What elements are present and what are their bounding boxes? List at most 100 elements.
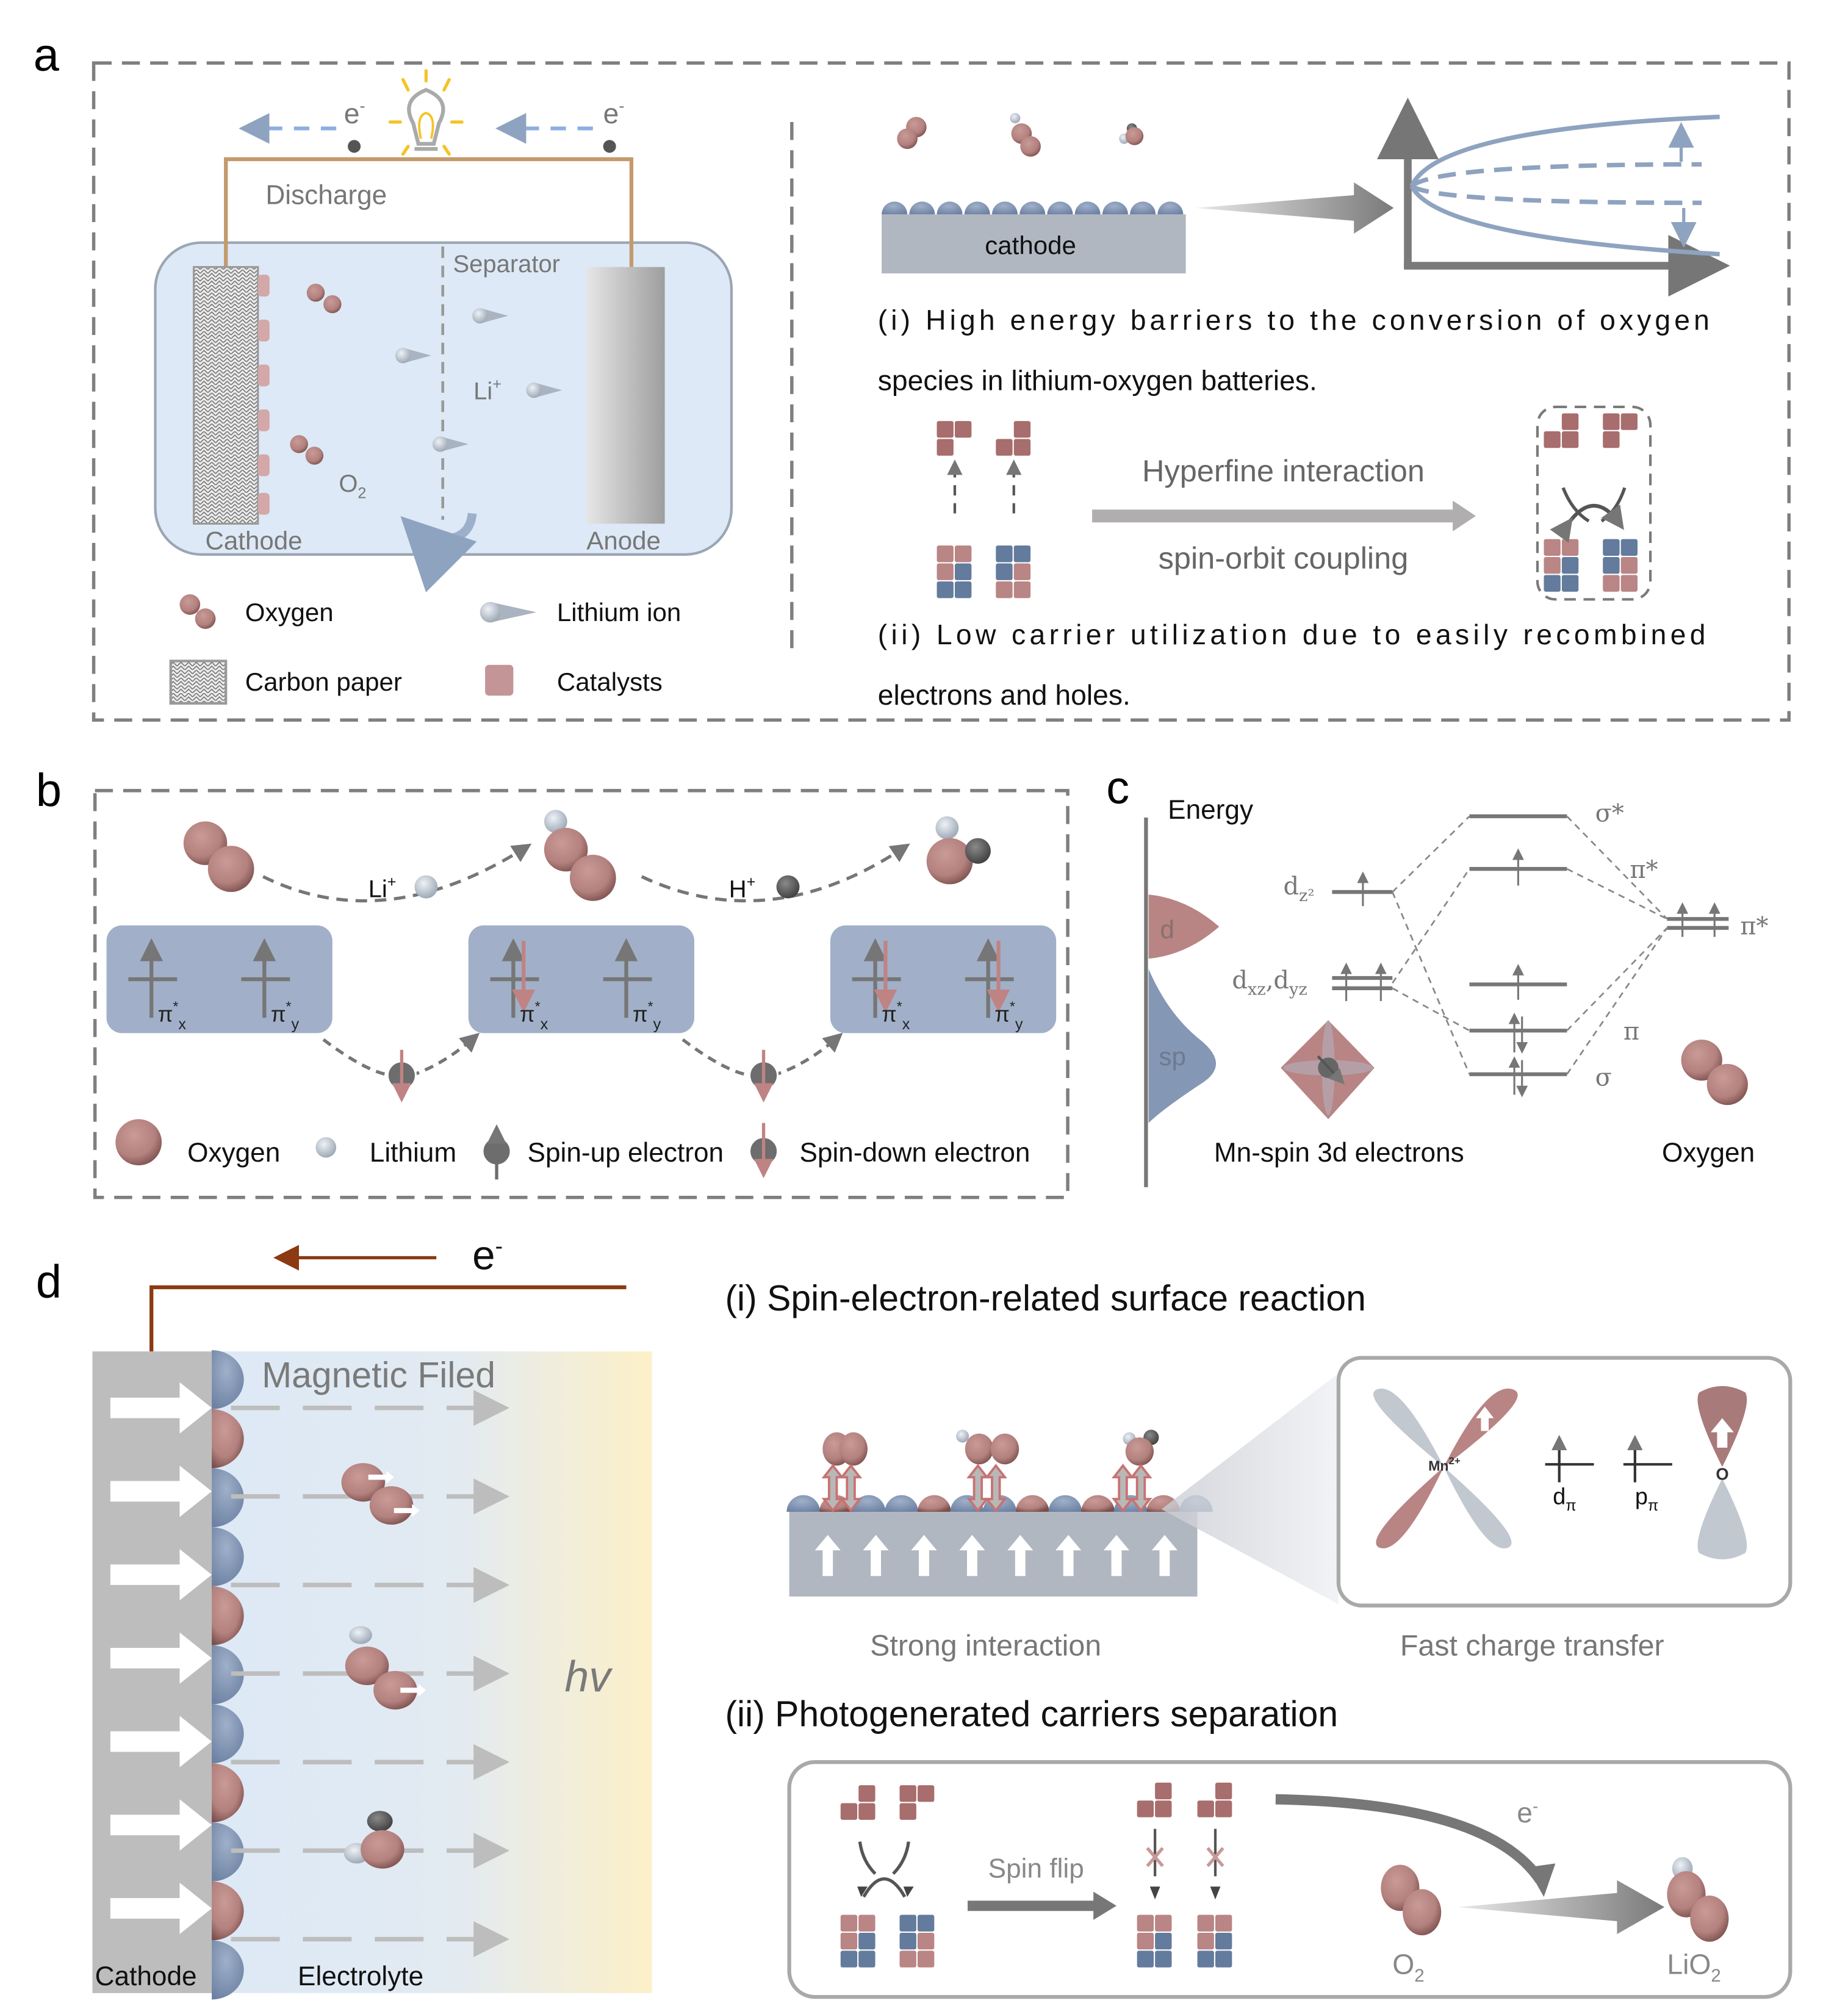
cathode-carbon-paper: [193, 266, 259, 525]
electron-block: [1620, 557, 1638, 574]
spin-down-electron-icon: [748, 1123, 779, 1179]
spin-down-electron-icon: [386, 1049, 417, 1103]
electron-block: [1013, 581, 1031, 599]
spin-polarization-arrow: [1055, 1534, 1082, 1576]
surface-atom: [882, 201, 908, 215]
electron-block: [1603, 575, 1620, 592]
electron-block: [937, 439, 954, 456]
anode-electrode: [586, 267, 665, 524]
oxygen-label-c: Oxygen: [1662, 1138, 1755, 1168]
energy-barrier-diagram: cathode: [882, 98, 1730, 297]
electron-block: [1215, 1914, 1232, 1932]
electron-block: [1155, 1914, 1172, 1932]
orbital-inset-box: [1336, 1356, 1792, 1608]
h-plus-label: H+: [729, 874, 756, 903]
legend-label: Spin-down electron: [799, 1138, 1030, 1168]
cathode-surface-atom: [212, 1468, 244, 1528]
electron-block: [1561, 431, 1579, 448]
lithium-ion-icons: [395, 307, 563, 452]
electron-block: [937, 563, 954, 580]
lioh-molecule-large: [926, 816, 991, 885]
panel-a-letter: a: [34, 29, 60, 81]
spin-polarization-arrow: [1103, 1534, 1130, 1576]
electron-block: [899, 1785, 916, 1802]
electron-block: [899, 1950, 916, 1968]
d-band-dos: [1148, 894, 1220, 959]
catalyst-particles: [257, 275, 270, 515]
surface-atom: [1157, 201, 1184, 215]
electron-block: [858, 1914, 875, 1932]
adsorbate-o2: [897, 117, 927, 149]
spin-polarization-arrow: [814, 1534, 841, 1576]
lio2-in-field: [345, 1626, 426, 1709]
electron-block: [1197, 1932, 1214, 1950]
surface-atom: [1081, 1495, 1115, 1512]
hole-block: [1197, 1950, 1214, 1968]
electron-block: [917, 1950, 935, 1968]
electron-block: [1197, 1914, 1214, 1932]
sigma-label: σ: [1595, 1064, 1612, 1092]
surface-atom: [1047, 201, 1073, 215]
carrier-blocks: [937, 413, 1638, 599]
panel-c: c Energy d sp: [1106, 762, 1769, 1187]
blocked-recombination: [1146, 1828, 1224, 1877]
electron-block: [1544, 557, 1561, 574]
adsorbed-lio2: [956, 1429, 1019, 1465]
cathode-surface-atom: [212, 1527, 244, 1587]
electrolyte-region: [212, 1351, 652, 1993]
hole-block: [954, 581, 972, 599]
orbital-label: π*x: [158, 999, 187, 1033]
p-pi-label: pπ: [1635, 1484, 1658, 1514]
o2-molecule: [290, 435, 324, 465]
legend-label: Oxygen: [187, 1138, 280, 1168]
hole-block: [1603, 539, 1620, 556]
caption-i-line1: (i) High energy barriers to the conversi…: [878, 304, 1710, 336]
legend-label: Carbon paper: [245, 667, 402, 696]
caption-ii-line2: electrons and holes.: [878, 679, 1131, 711]
electron-transfer-arrow: [1275, 1794, 1545, 1883]
hole-block: [1155, 1932, 1172, 1950]
electron-block: [996, 439, 1013, 456]
adsorbate-lio2: [1010, 113, 1041, 157]
legend-label: Catalysts: [557, 667, 663, 696]
electron-block: [858, 1785, 875, 1802]
oxygen-molecule-c: [1681, 1039, 1748, 1105]
electron-label-left: e-: [344, 96, 365, 129]
surface-atom: [1048, 1495, 1082, 1512]
o2-in-field: [341, 1463, 420, 1525]
recombination-box: [1536, 405, 1652, 601]
lio2-label: LiO2: [1667, 1948, 1720, 1986]
caption-i-line2: species in lithium-oxygen batteries.: [878, 365, 1317, 397]
interaction-double-arrow: [840, 1464, 863, 1513]
hole-block: [996, 563, 1013, 580]
catalyst-icon: [485, 664, 514, 696]
orbital-box-bg: [106, 925, 333, 1034]
panel-c-letter: c: [1106, 762, 1129, 814]
lio2-molecule-large: [544, 810, 616, 901]
electron-block: [858, 1803, 875, 1820]
spin-up-electron-icon: [481, 1124, 512, 1180]
zoom-cone: [1161, 1373, 1339, 1605]
battery-diagram: e- e- Discharge Separator O2: [154, 69, 733, 592]
anode-label: Anode: [586, 526, 661, 555]
magnetization-arrow: [110, 1549, 212, 1601]
external-circuit-wire: [149, 1285, 627, 1352]
surface-atom: [786, 1495, 821, 1512]
adsorbate-lioh: [1119, 123, 1144, 145]
electron-block: [937, 545, 954, 563]
electron-block: [1561, 413, 1579, 430]
lioh-in-field: [343, 1811, 404, 1869]
magnetization-arrow: [110, 1382, 212, 1434]
mo-levels: [1332, 814, 1729, 1076]
barrier-curve-dashed-lower: [1410, 184, 1702, 206]
hole-block: [858, 1950, 875, 1968]
hole-block: [1561, 557, 1579, 574]
barrier-curve-dashed-upper: [1410, 162, 1702, 189]
electron-block: [1620, 413, 1638, 430]
electron-block: [1155, 1800, 1172, 1817]
cathode-surface-atom: [212, 1704, 244, 1764]
o-atom-label: O: [1716, 1464, 1728, 1483]
d-p-pi-levels: [1545, 1434, 1672, 1483]
mn-spin-label: Mn-spin 3d electrons: [1214, 1138, 1464, 1168]
o2-molecule-large: [183, 821, 254, 893]
